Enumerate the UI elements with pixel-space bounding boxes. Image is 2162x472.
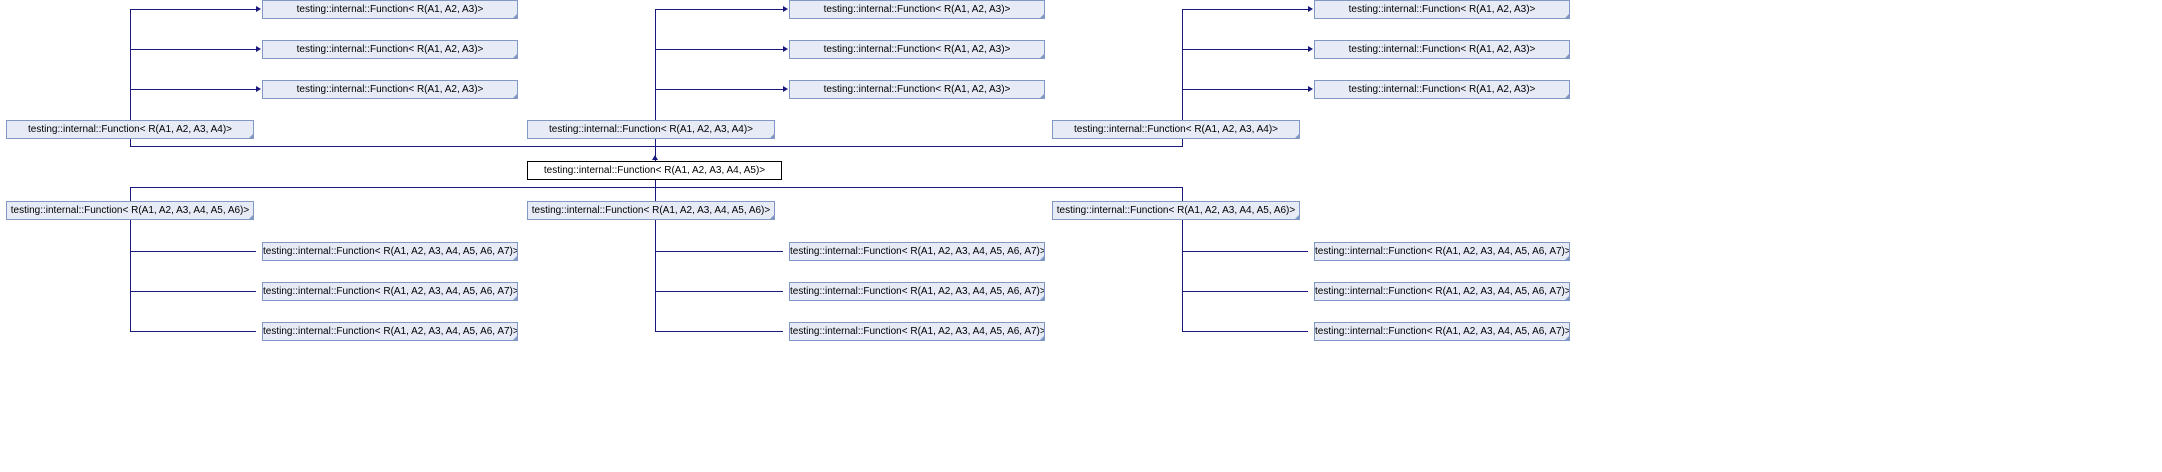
edge-arrowhead-right-icon — [783, 6, 788, 12]
graph-edge — [130, 139, 131, 147]
graph-node[interactable]: testing::internal::Function< R(A1, A2, A… — [789, 242, 1045, 261]
graph-node[interactable]: testing::internal::Function< R(A1, A2, A… — [262, 40, 518, 59]
graph-edge — [130, 187, 1182, 188]
graph-edge — [655, 251, 783, 252]
graph-edge — [1182, 251, 1308, 252]
graph-edge — [655, 291, 783, 292]
graph-node[interactable]: testing::internal::Function< R(A1, A2, A… — [1314, 282, 1570, 301]
graph-edge — [1182, 220, 1183, 332]
edge-arrowhead-right-icon — [783, 86, 788, 92]
graph-node[interactable]: testing::internal::Function< R(A1, A2, A… — [789, 80, 1045, 99]
graph-node[interactable]: testing::internal::Function< R(A1, A2, A… — [6, 201, 254, 220]
graph-edge — [1182, 187, 1183, 201]
edge-arrowhead-right-icon — [256, 6, 261, 12]
graph-edge — [130, 9, 256, 10]
graph-node[interactable]: testing::internal::Function< R(A1, A2, A… — [789, 40, 1045, 59]
graph-node[interactable]: testing::internal::Function< R(A1, A2, A… — [1314, 242, 1570, 261]
graph-node[interactable]: testing::internal::Function< R(A1, A2, A… — [1314, 322, 1570, 341]
graph-node[interactable]: testing::internal::Function< R(A1, A2, A… — [1314, 0, 1570, 19]
edge-arrowhead-right-icon — [1308, 6, 1313, 12]
graph-edge — [655, 139, 656, 147]
edge-arrowhead-right-icon — [256, 46, 261, 52]
graph-node[interactable]: testing::internal::Function< R(A1, A2, A… — [1052, 120, 1300, 139]
graph-edge — [1182, 89, 1308, 90]
graph-edge — [655, 146, 656, 162]
graph-edge — [130, 291, 256, 292]
graph-node[interactable]: testing::internal::Function< R(A1, A2, A… — [1314, 40, 1570, 59]
graph-edge — [655, 220, 656, 332]
graph-edge — [655, 9, 783, 10]
graph-node[interactable]: testing::internal::Function< R(A1, A2, A… — [6, 120, 254, 139]
graph-edge — [655, 49, 783, 50]
graph-node[interactable]: testing::internal::Function< R(A1, A2, A… — [789, 0, 1045, 19]
graph-edge — [130, 187, 131, 201]
graph-edge — [130, 251, 256, 252]
edge-arrowhead-right-icon — [1308, 46, 1313, 52]
graph-node[interactable]: testing::internal::Function< R(A1, A2, A… — [1052, 201, 1300, 220]
graph-node[interactable]: testing::internal::Function< R(A1, A2, A… — [262, 322, 518, 341]
graph-edge — [655, 89, 783, 90]
graph-edge — [655, 331, 783, 332]
edge-arrowhead-right-icon — [256, 86, 261, 92]
graph-edge — [130, 49, 256, 50]
graph-edge — [1182, 139, 1183, 147]
graph-node[interactable]: testing::internal::Function< R(A1, A2, A… — [262, 282, 518, 301]
graph-node[interactable]: testing::internal::Function< R(A1, A2, A… — [527, 201, 775, 220]
graph-node[interactable]: testing::internal::Function< R(A1, A2, A… — [262, 80, 518, 99]
graph-edge — [655, 180, 656, 201]
graph-edge — [130, 89, 256, 90]
graph-edge — [655, 9, 656, 145]
graph-edge — [1182, 9, 1183, 145]
graph-node[interactable]: testing::internal::Function< R(A1, A2, A… — [789, 282, 1045, 301]
graph-edge — [130, 146, 1182, 147]
graph-node-root[interactable]: testing::internal::Function< R(A1, A2, A… — [527, 161, 782, 180]
graph-node[interactable]: testing::internal::Function< R(A1, A2, A… — [789, 322, 1045, 341]
graph-edge — [1182, 331, 1308, 332]
graph-edge — [1182, 291, 1308, 292]
edge-arrowhead-right-icon — [783, 46, 788, 52]
graph-edge — [1182, 9, 1308, 10]
edge-arrowhead-right-icon — [1308, 86, 1313, 92]
graph-node[interactable]: testing::internal::Function< R(A1, A2, A… — [262, 242, 518, 261]
graph-node[interactable]: testing::internal::Function< R(A1, A2, A… — [527, 120, 775, 139]
graph-edge — [130, 9, 131, 145]
graph-edge — [1182, 49, 1308, 50]
graph-node[interactable]: testing::internal::Function< R(A1, A2, A… — [1314, 80, 1570, 99]
graph-edge — [130, 331, 256, 332]
edge-arrowhead-up-icon — [652, 155, 658, 160]
graph-edge — [130, 220, 131, 332]
graph-node[interactable]: testing::internal::Function< R(A1, A2, A… — [262, 0, 518, 19]
